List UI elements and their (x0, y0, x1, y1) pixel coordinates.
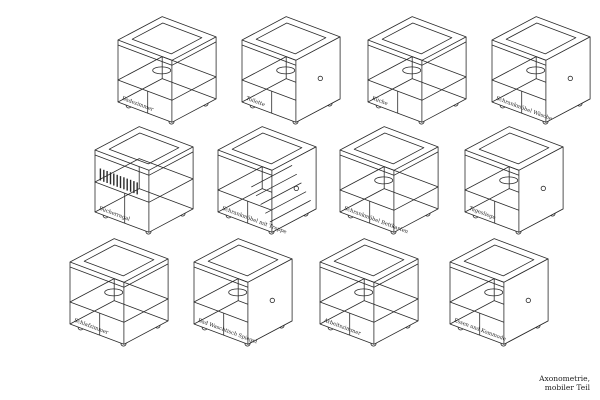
module-2: Toilette (241, 16, 341, 125)
module-6: Schrankmöbel mit Treppe (217, 126, 317, 235)
module-11: Arbeitszimmer (319, 238, 419, 347)
module-9: Schlafzimmer (69, 238, 169, 347)
module-12: Essen und Kommode (449, 238, 549, 347)
caption-line-1: Axonometrie, (539, 374, 590, 383)
drawing-caption: Axonometrie, mobiler Teil (539, 374, 590, 392)
module-1: Badezimmer (117, 16, 217, 125)
module-7: Schrankmöbel Bettkasten (339, 126, 439, 235)
module-5: Bücherregal (94, 126, 194, 235)
module-label: Küche (371, 96, 388, 107)
module-4: Schrankmöbel Wäsche (491, 16, 591, 125)
module-10: Bad Waschtisch Spiegel (193, 238, 293, 347)
module-8: Tagesliege (464, 126, 564, 235)
caption-line-2: mobiler Teil (544, 383, 590, 392)
module-3: Küche (367, 16, 467, 125)
